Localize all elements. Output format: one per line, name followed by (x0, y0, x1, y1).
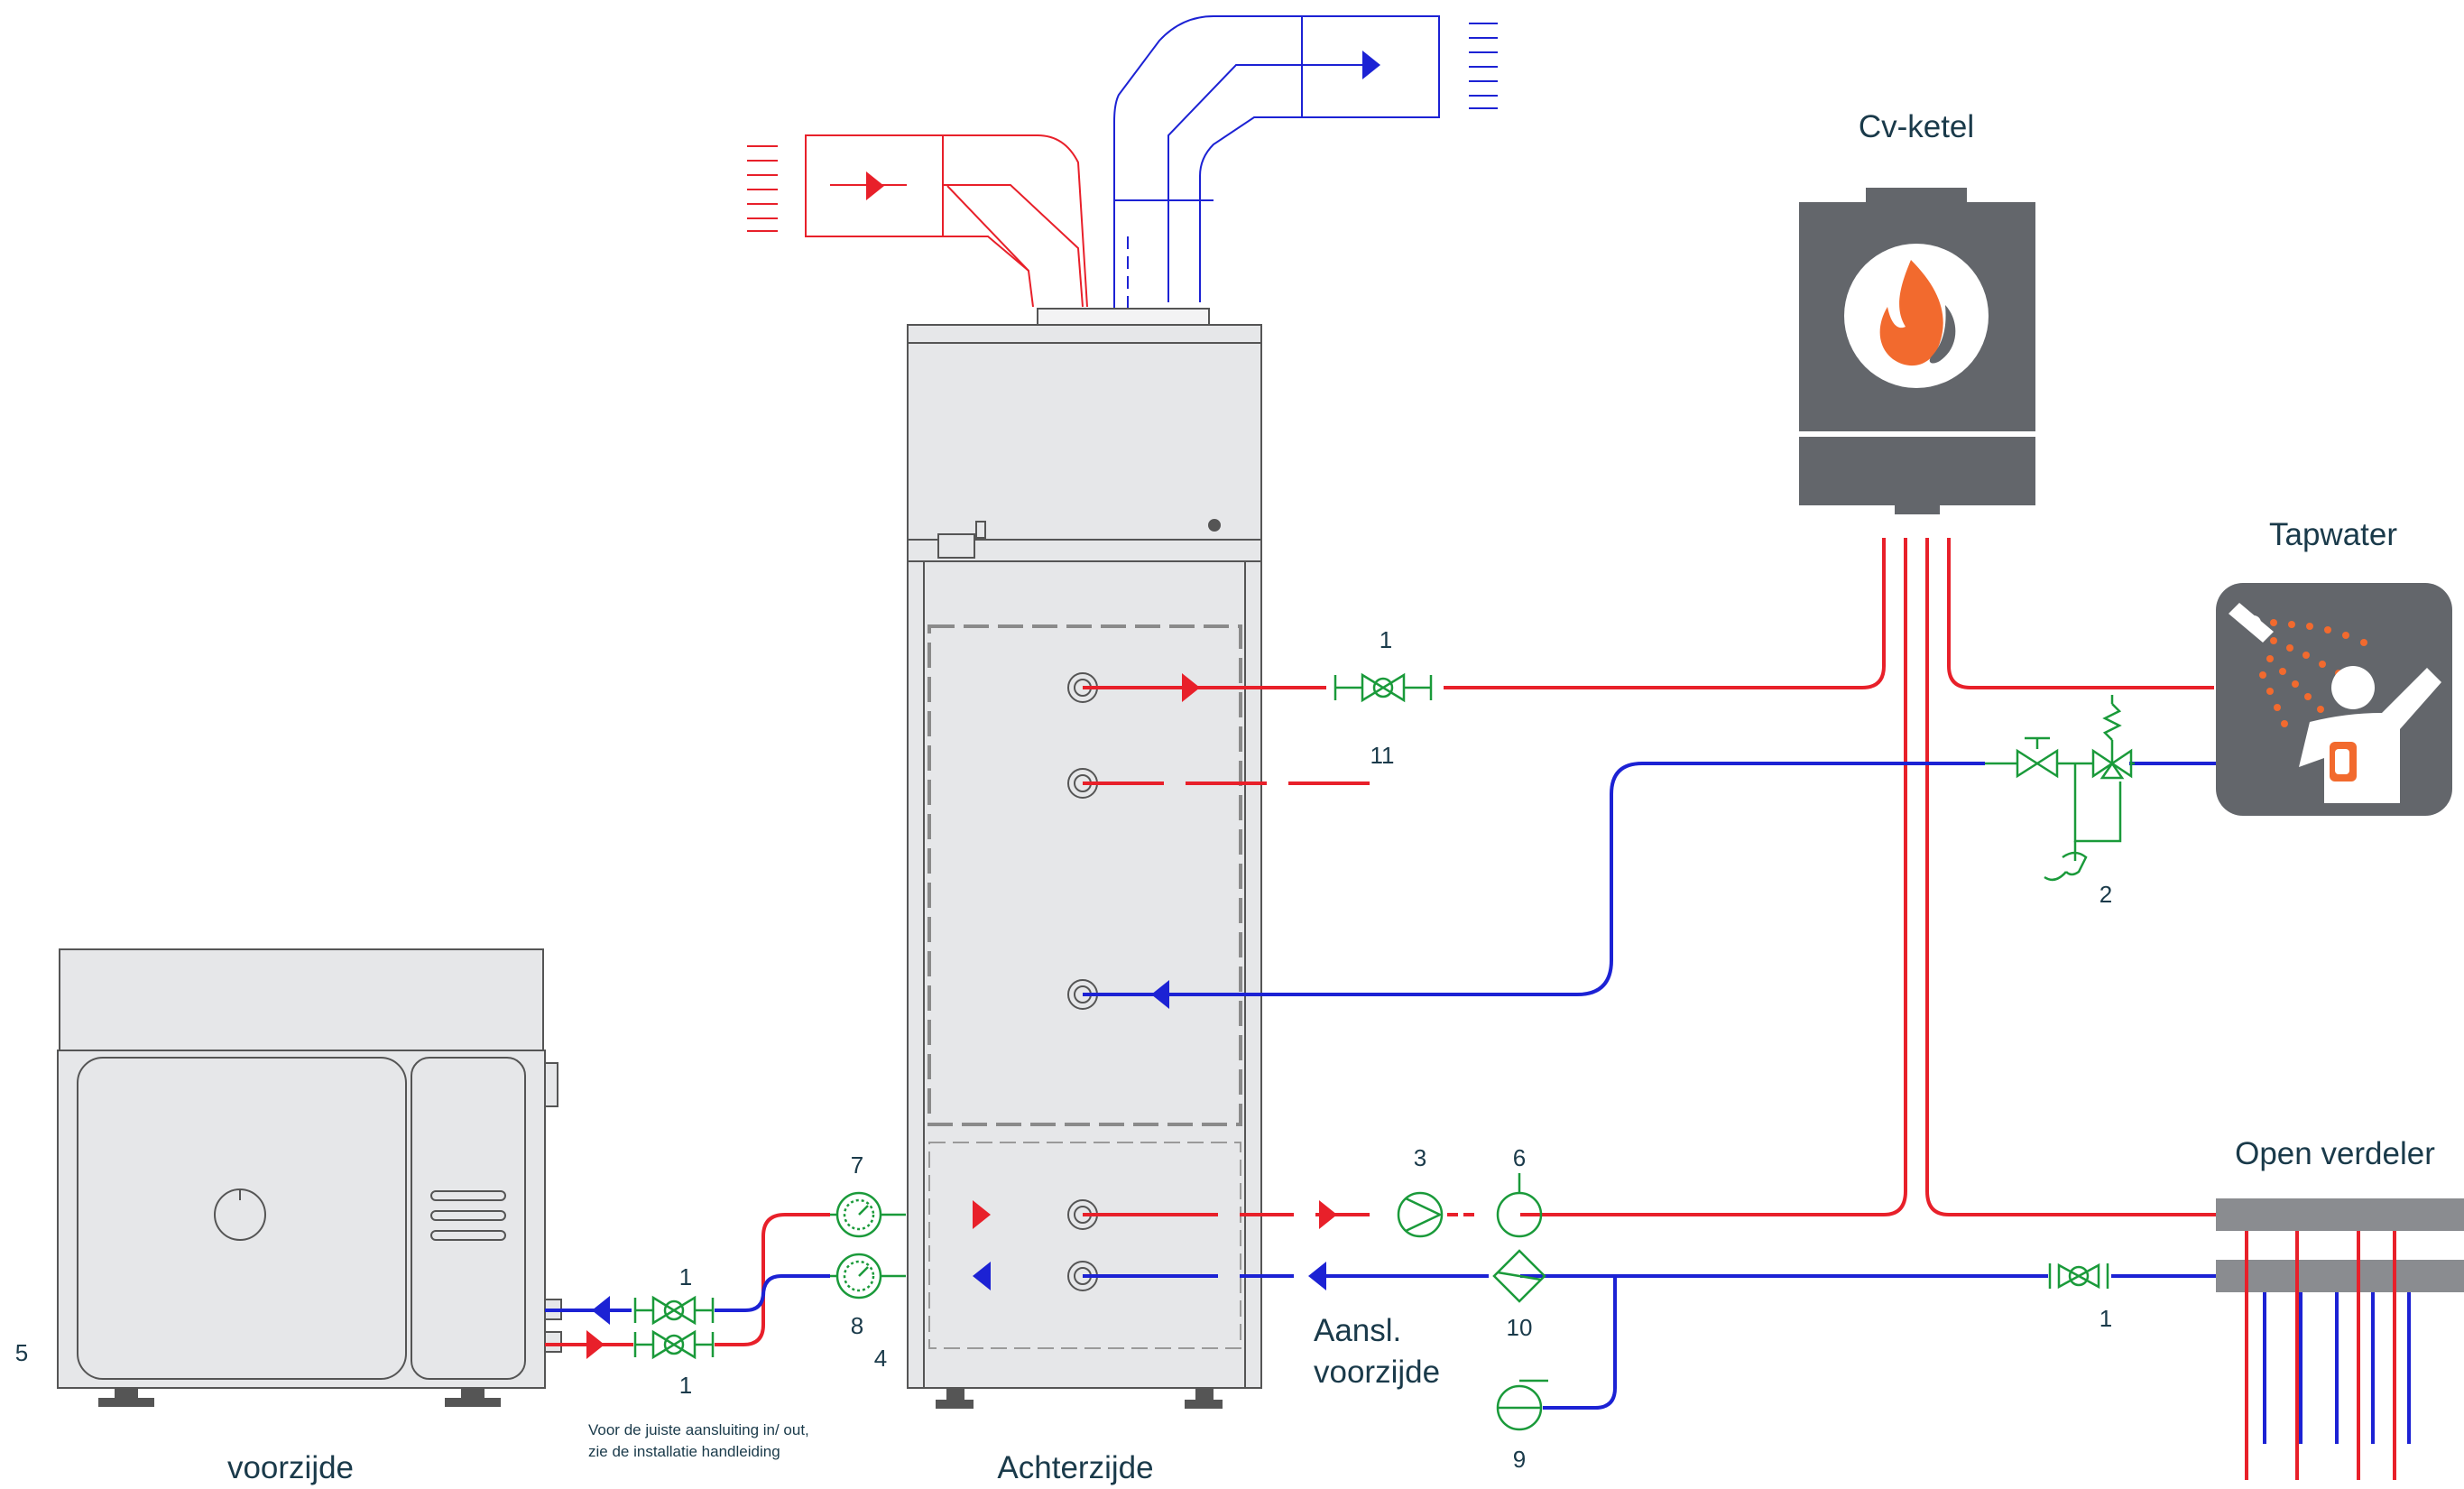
callout-2: 2 (2099, 881, 2112, 908)
callout-1-manifold: 1 (2099, 1305, 2112, 1332)
air-flow-arrow-blue (1362, 51, 1380, 79)
exhaust-grille-red (747, 145, 778, 232)
callout-11: 11 (1370, 742, 1395, 769)
air-duct-return (1113, 15, 1440, 320)
thermometer-gauge-8 (830, 1253, 906, 1299)
callout-8: 8 (851, 1312, 863, 1339)
callout-10: 10 (1507, 1314, 1533, 1341)
callout-9: 9 (1513, 1446, 1526, 1473)
flow-arrows (586, 673, 1337, 1359)
callout-3: 3 (1414, 1144, 1426, 1171)
indoor-unit-cabinet (907, 308, 1262, 1409)
safety-group-2 (1985, 695, 2135, 882)
connection-label-line2: voorzijde (1314, 1355, 1440, 1390)
outdoor-unit (57, 948, 562, 1407)
expansion-vessel-9 (1496, 1379, 1548, 1431)
ball-valve-hot (1334, 672, 1433, 703)
fittings (633, 672, 2135, 1431)
callout-7: 7 (851, 1151, 863, 1179)
ball-valve-outdoor-hot (633, 1329, 715, 1360)
callout-1-hot-valve: 1 (1380, 626, 1392, 653)
connection-label-line1: Aansl. (1314, 1313, 1401, 1348)
ball-valve-manifold (2048, 1262, 2109, 1290)
back-view-label: Achterzijde (997, 1450, 1153, 1485)
callout-4: 4 (874, 1345, 887, 1372)
thermometer-gauge-7 (830, 1191, 906, 1238)
shower-icon (2216, 583, 2452, 816)
install-note-line1: Voor de juiste aansluiting in/ out, (588, 1421, 809, 1438)
filter-10 (1492, 1249, 1546, 1303)
open-manifold-label: Open verdeler (2235, 1136, 2435, 1171)
callout-1-outdoor-top: 1 (679, 1263, 692, 1290)
callout-5: 5 (15, 1339, 28, 1366)
air-separator-6 (1496, 1173, 1543, 1238)
front-view-label: voorzijde (227, 1450, 354, 1485)
ball-valve-outdoor-cold (633, 1295, 715, 1326)
callout-6: 6 (1513, 1144, 1526, 1171)
open-manifold (2216, 1198, 2464, 1480)
exhaust-grille-blue (1469, 23, 1498, 109)
boiler-label: Cv-ketel (1859, 109, 1974, 144)
install-note-line2: zie de installatie handleiding (588, 1443, 780, 1460)
callout-1-outdoor-bottom: 1 (679, 1372, 692, 1399)
tapwater-label: Tapwater (2269, 517, 2397, 552)
air-duct-supply (805, 134, 1088, 308)
air-flow-arrow-red (866, 171, 884, 200)
circulation-pump-3 (1397, 1191, 1444, 1238)
cold-water-pipes (545, 762, 2216, 1410)
flame-icon (1879, 260, 1956, 366)
hot-water-pipes (545, 538, 2216, 1346)
